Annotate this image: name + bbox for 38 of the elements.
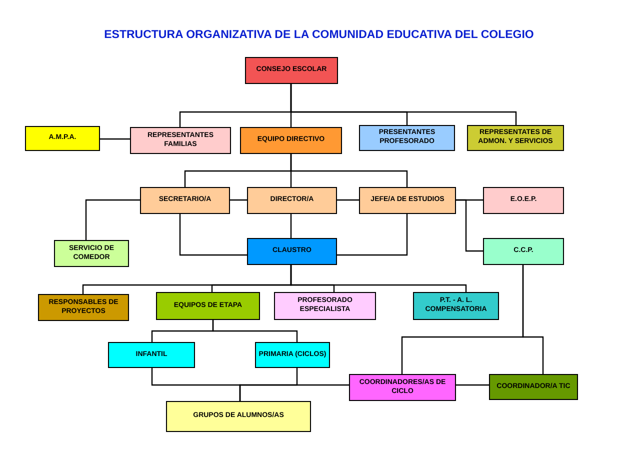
- connector-line: [522, 265, 544, 374]
- org-box: [247, 187, 337, 214]
- connector-line: [179, 214, 247, 256]
- org-box: [140, 187, 230, 214]
- connector-line: [456, 199, 483, 252]
- org-box: [245, 57, 338, 84]
- org-box: [25, 126, 100, 151]
- connector-line: [212, 320, 298, 342]
- connector-line: [230, 199, 247, 201]
- diagram-title: ESTRUCTURA ORGANIZATIVA DE LA COMUNIDAD EDUCATIVA DEL COLEGIO: [103, 29, 535, 41]
- org-box: [359, 187, 456, 214]
- org-box: [274, 292, 376, 320]
- connector-line: [239, 384, 349, 401]
- org-box: [349, 374, 456, 401]
- connector-line: [290, 214, 292, 238]
- connector-line: [85, 199, 140, 240]
- org-box: [130, 127, 231, 154]
- org-box: [489, 374, 578, 400]
- org-box: [359, 125, 455, 151]
- connector-line: [290, 84, 517, 125]
- org-box: [54, 240, 129, 267]
- connector-line: [100, 138, 130, 140]
- connector-line: [337, 199, 359, 201]
- org-box: [156, 292, 260, 320]
- org-box: [483, 187, 564, 214]
- connector-line: [290, 154, 408, 187]
- org-box: [483, 238, 564, 265]
- org-box: [247, 238, 337, 265]
- org-box: [166, 401, 311, 432]
- org-box: [240, 127, 342, 154]
- org-box: [467, 125, 564, 151]
- org-box: [255, 342, 330, 368]
- org-box: [413, 292, 499, 320]
- org-box: [108, 342, 195, 368]
- connector-line: [337, 214, 408, 256]
- connector-line: [456, 384, 489, 386]
- org-box: [38, 294, 129, 321]
- connector-line: [290, 265, 467, 292]
